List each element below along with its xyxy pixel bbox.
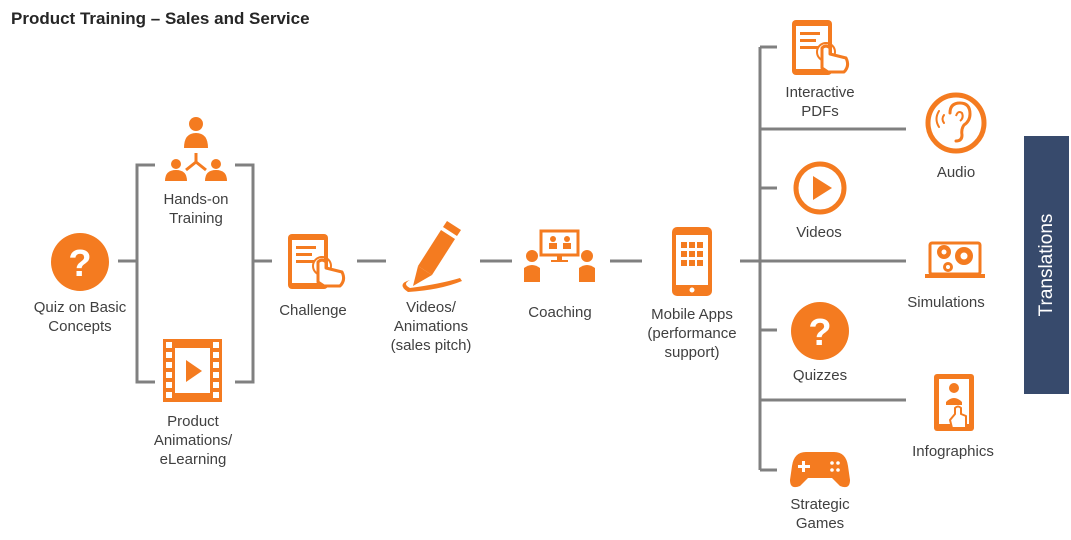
- svg-text:?: ?: [68, 243, 91, 285]
- label-line: Videos/: [406, 299, 456, 316]
- label-line: Quizzes: [792, 367, 848, 384]
- label-line: Infographics: [912, 443, 994, 460]
- label-product-animations: Product Animations/ eLearning: [154, 412, 232, 469]
- label-line: eLearning: [159, 451, 227, 468]
- label-videos: Videos: [796, 223, 842, 242]
- film-strip-icon: [163, 339, 222, 402]
- play-circle-icon: [793, 161, 847, 215]
- tablet-touch-icon: [792, 20, 850, 75]
- ear-circle-icon: [925, 92, 987, 154]
- label-videos-animations: Videos/ Animations (sales pitch): [391, 298, 472, 355]
- laptop-gears-icon: [925, 241, 985, 278]
- label-infographics: Infographics: [912, 442, 994, 461]
- label-line: Animations: [393, 318, 469, 335]
- label-line: Quiz on Basic: [33, 299, 127, 316]
- label-line: Concepts: [48, 318, 112, 335]
- label-simulations: Simulations: [907, 293, 985, 312]
- mobile-app-grid-icon: [672, 227, 712, 296]
- question-circle-icon: ?: [791, 302, 849, 360]
- label-hands-on: Hands-on Training: [163, 190, 228, 228]
- label-line: Mobile Apps: [651, 306, 733, 323]
- label-line: Animations/: [153, 432, 233, 449]
- label-line: Videos: [796, 224, 842, 241]
- pen-draw-icon: [402, 221, 462, 292]
- label-quizzes: Quizzes: [793, 366, 847, 385]
- page-title: Product Training – Sales and Service: [11, 9, 310, 28]
- question-circle-icon: ?: [51, 233, 109, 291]
- label-line: (performance: [647, 325, 737, 342]
- label-coaching: Coaching: [528, 303, 591, 322]
- label-challenge: Challenge: [279, 301, 347, 320]
- svg-text:?: ?: [808, 312, 831, 354]
- coaching-screen-icon: [524, 229, 595, 282]
- bracket-left: [135, 163, 155, 384]
- translations-label: Translations: [1035, 213, 1057, 317]
- label-audio: Audio: [937, 163, 975, 182]
- label-line: Interactive: [785, 84, 855, 101]
- label-line: PDFs: [801, 103, 839, 120]
- label-line: Challenge: [279, 302, 347, 319]
- label-mobile-apps: Mobile Apps (performance support): [647, 305, 736, 362]
- label-line: support): [664, 344, 720, 361]
- label-strategic-games: Strategic Games: [790, 495, 849, 533]
- label-line: Audio: [936, 164, 976, 181]
- label-quiz-basic: Quiz on Basic Concepts: [34, 298, 127, 336]
- label-line: Coaching: [528, 304, 592, 321]
- label-line: Strategic: [790, 496, 850, 513]
- label-line: Simulations: [907, 294, 985, 311]
- phone-person-icon: [934, 374, 974, 431]
- label-line: Hands-on: [163, 191, 229, 208]
- label-line: Product: [167, 413, 219, 430]
- label-interactive-pdfs: Interactive PDFs: [785, 83, 854, 121]
- label-line: (sales pitch): [390, 337, 472, 354]
- bracket-right: [235, 163, 255, 384]
- label-line: Games: [795, 515, 845, 532]
- gamepad-icon: [790, 452, 850, 488]
- team-network-icon: [165, 117, 227, 181]
- tablet-touch-icon: [288, 234, 346, 289]
- connectors: [118, 45, 906, 472]
- translations-side-bar: Translations: [1024, 136, 1069, 394]
- label-line: Training: [169, 210, 223, 227]
